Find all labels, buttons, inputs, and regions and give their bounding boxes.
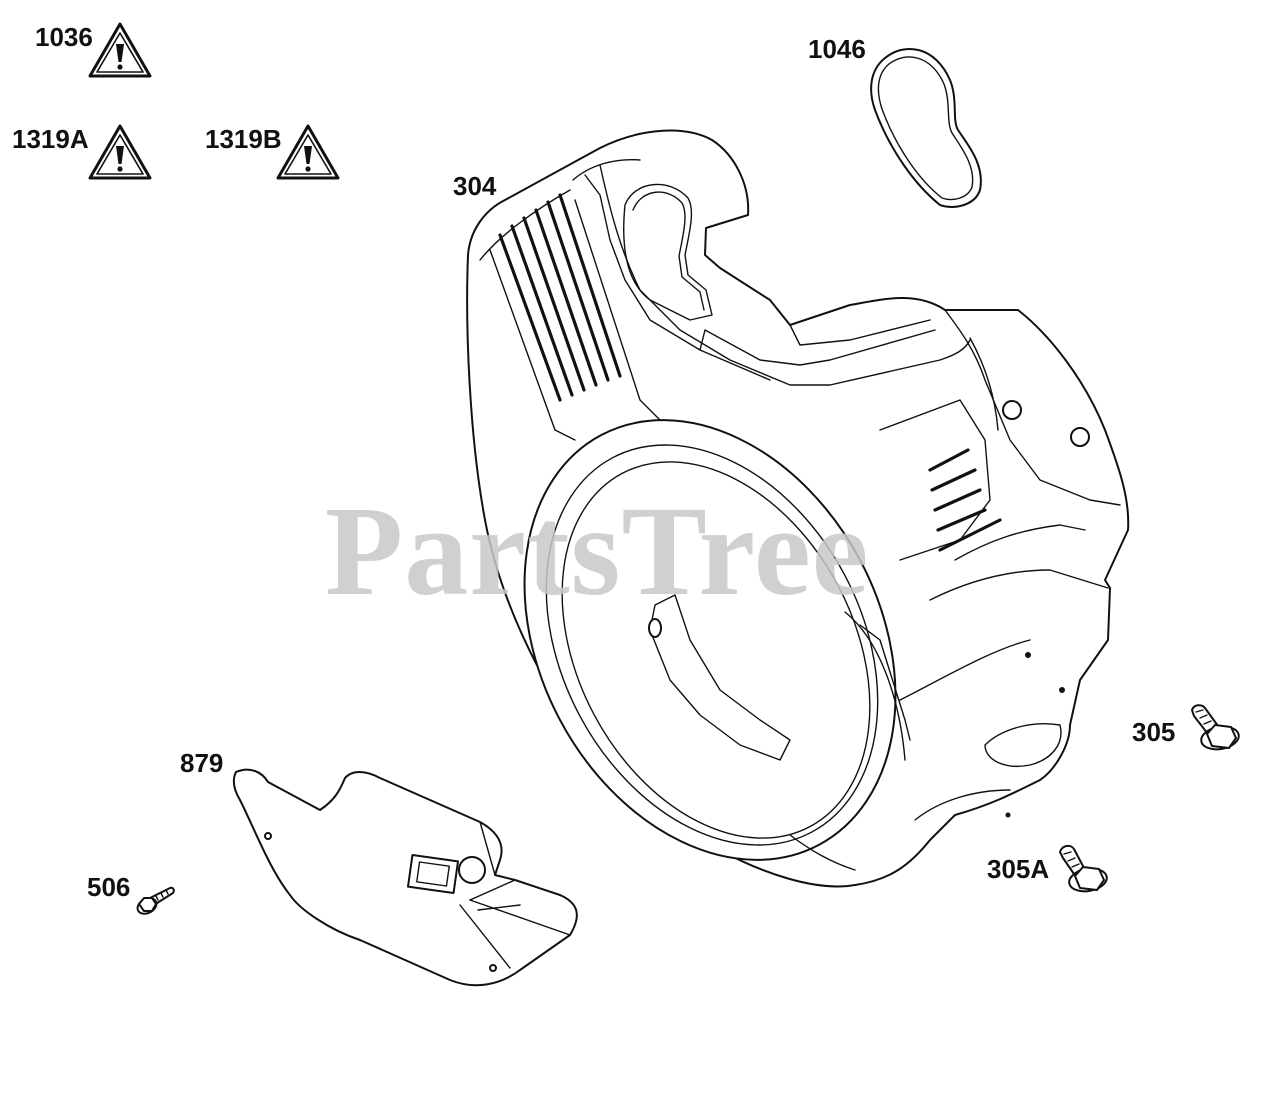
callout-879[interactable]: 879 [180, 748, 224, 778]
callout-1319a[interactable]: 1319A [12, 124, 89, 154]
callout-1036[interactable]: 1036 [35, 22, 93, 52]
screw-506-icon[interactable] [135, 886, 175, 917]
warning-decal-1319b-icon[interactable] [276, 124, 340, 180]
callout-305a[interactable]: 305A [987, 854, 1050, 884]
callout-506[interactable]: 506 [87, 872, 131, 902]
callout-1046[interactable]: 1046 [808, 34, 866, 64]
warning-decal-1036-icon[interactable] [88, 22, 152, 78]
seal-1046[interactable] [870, 48, 982, 208]
deflector-plate-879[interactable] [232, 768, 578, 987]
blower-housing-304[interactable] [451, 129, 1130, 925]
callout-305[interactable]: 305 [1132, 717, 1176, 747]
callout-304[interactable]: 304 [453, 171, 497, 201]
callout-1319b[interactable]: 1319B [205, 124, 282, 154]
bolt-305-icon[interactable] [1191, 704, 1241, 752]
bolt-305a-icon[interactable] [1059, 844, 1109, 894]
warning-decal-1319a-icon[interactable] [88, 124, 152, 180]
watermark: PartsTree [325, 480, 870, 622]
